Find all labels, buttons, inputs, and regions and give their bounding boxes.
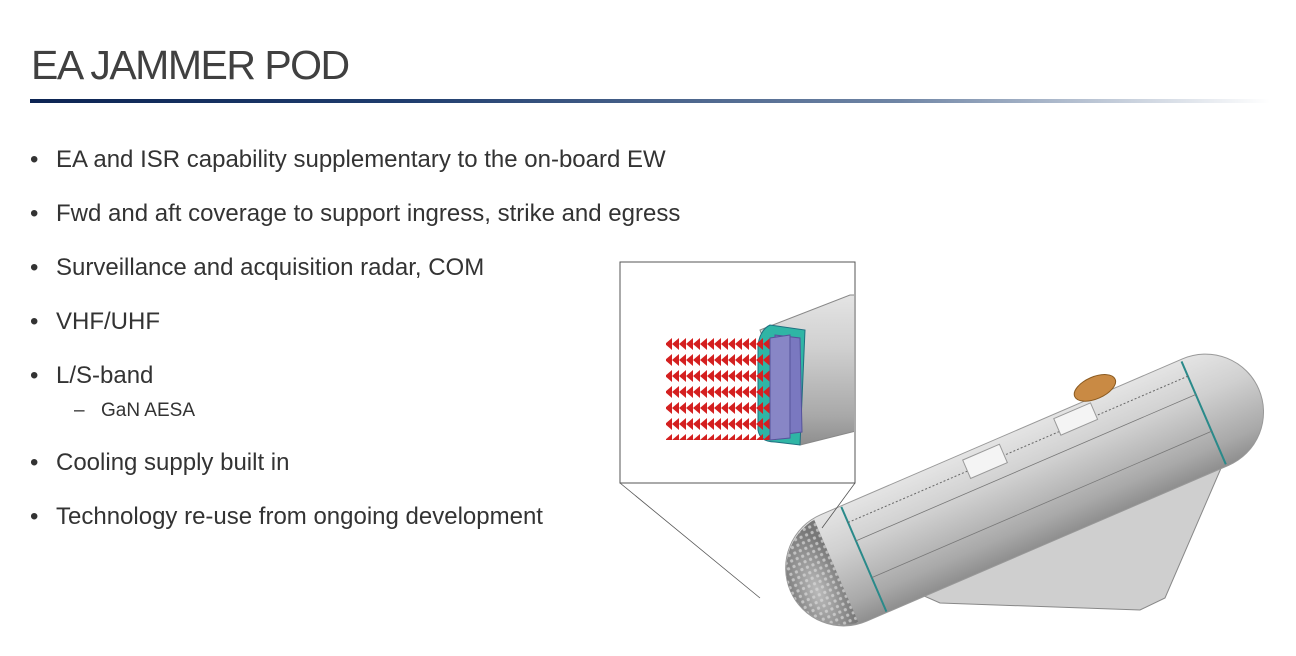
bullet-item: •Technology re-use from ongoing developm… [30,503,543,530]
bullet-item: •EA and ISR capability supplementary to … [30,146,666,173]
pod-body [785,353,1265,627]
bullet-item: •Cooling supply built in [30,449,290,476]
sub-bullet-item: –GaN AESA [74,400,195,421]
title-divider [30,99,1270,103]
bullet-item: •L/S-band [30,362,154,389]
bullet-item: •VHF/UHF [30,308,160,335]
slide-title: EA JAMMER POD [31,42,350,88]
aesa-array-inset [619,261,856,484]
bullet-item: •Surveillance and acquisition radar, COM [30,254,485,281]
bullet-item: •Fwd and aft coverage to support ingress… [30,200,681,227]
